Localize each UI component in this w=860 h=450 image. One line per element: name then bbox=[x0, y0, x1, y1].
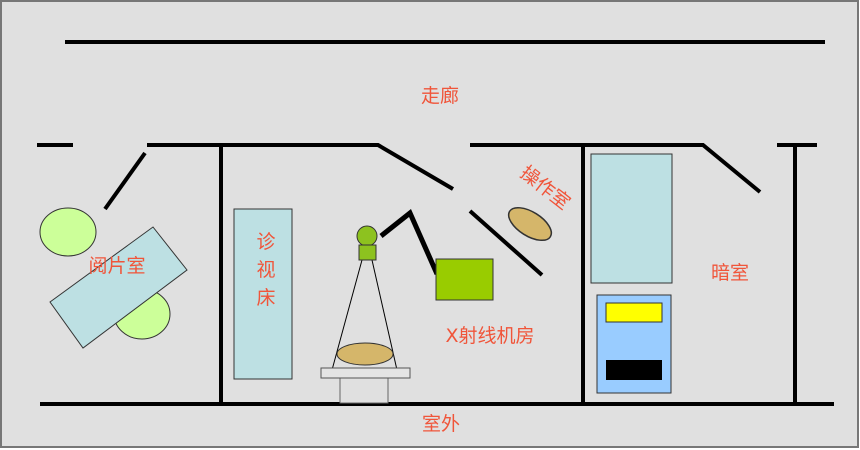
control-cabinet bbox=[435, 258, 494, 301]
table-top bbox=[320, 367, 411, 379]
exam-bed-label-3: 床 bbox=[256, 287, 275, 309]
exam-bed-label-1: 诊 bbox=[256, 231, 275, 253]
door bbox=[103, 151, 147, 211]
chair bbox=[39, 207, 97, 257]
collimator bbox=[358, 244, 377, 261]
darkroom-counter bbox=[590, 153, 673, 284]
wall-segment bbox=[470, 143, 762, 194]
xray-room-label: X射线机房 bbox=[445, 325, 534, 347]
wall-segment bbox=[147, 143, 455, 191]
exam-bed bbox=[233, 208, 293, 380]
darkroom-label: 暗室 bbox=[711, 262, 749, 284]
processor-slot-yellow bbox=[605, 302, 663, 323]
detector-plate bbox=[336, 342, 394, 366]
reading-table bbox=[49, 226, 188, 349]
walls bbox=[37, 40, 834, 406]
beam-line bbox=[331, 259, 363, 371]
shield-wall bbox=[468, 209, 544, 277]
outdoor-label: 室外 bbox=[422, 413, 460, 435]
corridor-label: 走廊 bbox=[421, 85, 459, 107]
film-reading-room-label: 阅片室 bbox=[88, 255, 145, 277]
xray-arm bbox=[379, 209, 440, 276]
xray-tube-head bbox=[356, 225, 378, 247]
operator-desk bbox=[507, 206, 553, 242]
table-pedestal bbox=[339, 377, 389, 404]
processor-slot-black bbox=[606, 360, 662, 380]
exam-bed-label-2: 视 bbox=[256, 259, 275, 281]
